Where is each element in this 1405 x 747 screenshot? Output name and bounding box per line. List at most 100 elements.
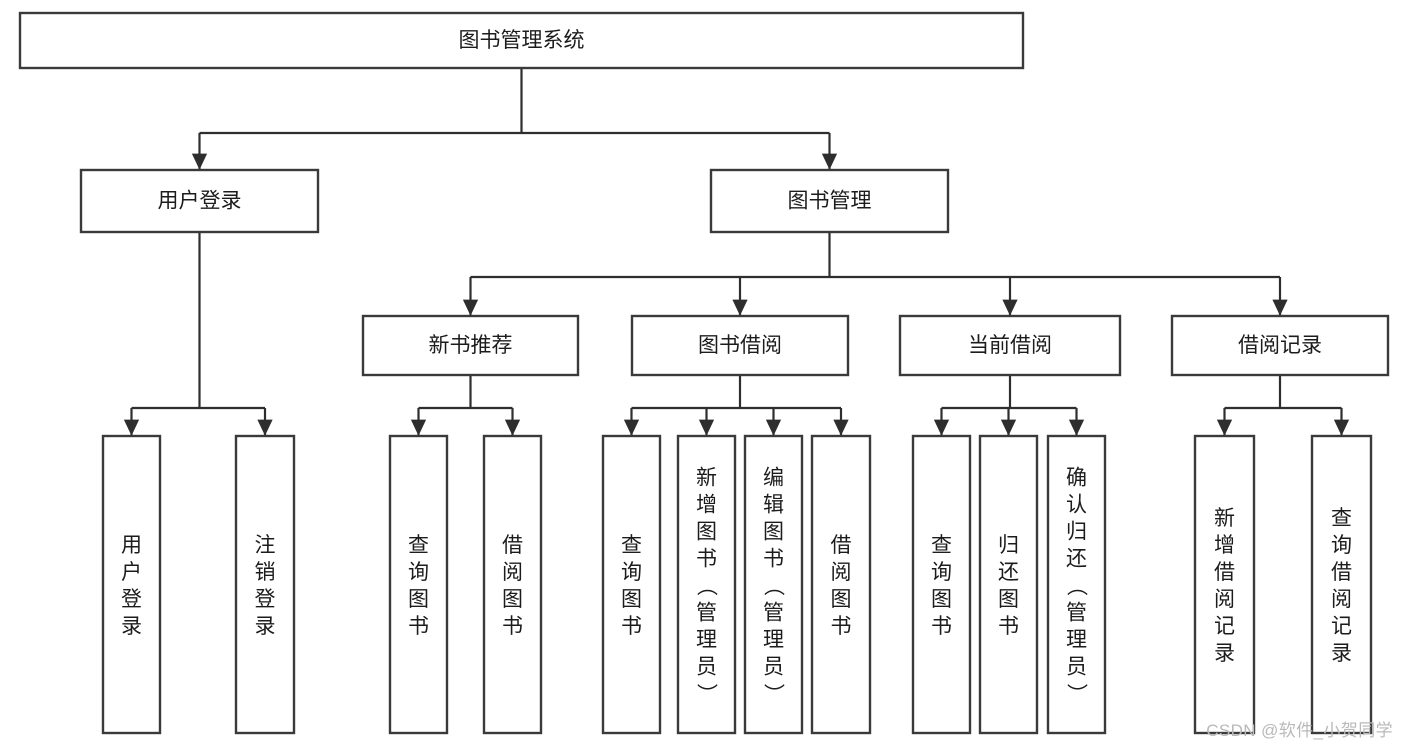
node-label-char: ） <box>695 683 718 704</box>
node-label-char: 记 <box>1214 615 1235 638</box>
node-label-char: 书 <box>831 615 852 638</box>
node-label: 图书管理 <box>788 190 872 213</box>
node-box <box>676 434 737 735</box>
tree-node-level2-0[interactable]: 用户登录 <box>79 168 320 234</box>
node-label: 图书借阅 <box>698 334 782 357</box>
node-label-char: 新 <box>1214 507 1235 530</box>
connector-layer <box>123 68 1350 436</box>
node-label-char: 书 <box>621 615 642 638</box>
node-label-char: 增 <box>696 494 717 517</box>
tree-node-level3-0[interactable]: 新书推荐 <box>361 314 580 377</box>
node-label-char: 登 <box>255 588 276 611</box>
node-label-char: 图 <box>502 588 523 611</box>
node-label-char: 新 <box>696 467 717 490</box>
node-label-char: 阅 <box>502 561 523 584</box>
node-box <box>1170 314 1390 377</box>
node-label-char: 理 <box>696 629 717 652</box>
node-label-char: 录 <box>1331 642 1352 665</box>
node-label-char: 录 <box>1214 642 1235 665</box>
node-label-char: 还 <box>1066 548 1087 571</box>
node-label-char: 查 <box>408 534 429 557</box>
node-label-char: 书 <box>502 615 523 638</box>
node-box <box>361 314 580 377</box>
node-label-char: 归 <box>1066 521 1087 544</box>
node-label-char: 询 <box>621 561 642 584</box>
node-box <box>234 434 296 735</box>
node-label-char: 查 <box>931 534 952 557</box>
node-label-char: 确 <box>1066 467 1087 490</box>
node-label-char: 增 <box>1214 534 1235 557</box>
node-box <box>79 168 320 234</box>
node-box <box>18 11 1025 70</box>
node-label-char: （ <box>1065 575 1088 596</box>
node-label-char: 员 <box>1066 656 1087 679</box>
node-label-char: 登 <box>121 588 142 611</box>
node-label-char: 图 <box>831 588 852 611</box>
node-box <box>1193 434 1256 735</box>
node-box <box>1310 434 1373 735</box>
tree-node-level3-3[interactable]: 借阅记录 <box>1170 314 1390 377</box>
node-label-char: 图 <box>696 521 717 544</box>
node-label-char: ） <box>762 683 785 704</box>
node-label-char: 询 <box>408 561 429 584</box>
node-box <box>810 434 872 735</box>
tree-node-level2-1[interactable]: 图书管理 <box>709 168 950 234</box>
node-label-char: 认 <box>1066 494 1087 517</box>
node-box <box>898 314 1122 377</box>
node-label-char: 图 <box>621 588 642 611</box>
node-label-char: 书 <box>696 548 717 571</box>
node-label-char: 理 <box>1066 629 1087 652</box>
node-label-char: 归 <box>998 534 1019 557</box>
tree-node-level3-2[interactable]: 当前借阅 <box>898 314 1122 377</box>
node-box <box>630 314 850 377</box>
node-label-char: 书 <box>408 615 429 638</box>
node-label-char: 图 <box>998 588 1019 611</box>
node-box <box>388 434 449 735</box>
node-label-char: 记 <box>1331 615 1352 638</box>
tree-node-root-0[interactable]: 图书管理系统 <box>18 11 1025 70</box>
node-label: 图书管理系统 <box>459 29 585 52</box>
node-label-char: 销 <box>255 561 276 584</box>
node-label-char: 查 <box>1331 507 1352 530</box>
node-layer: 图书管理系统用户登录图书管理新书推荐图书借阅当前借阅借阅记录用户登录注销登录查询… <box>18 11 1390 735</box>
node-label-char: 阅 <box>831 561 852 584</box>
node-box <box>911 434 972 735</box>
node-label-char: 员 <box>696 656 717 679</box>
node-label: 当前借阅 <box>968 334 1052 357</box>
node-label-char: 编 <box>763 467 784 490</box>
node-label-char: （ <box>695 575 718 596</box>
node-label-char: 注 <box>255 534 276 557</box>
node-label-char: 还 <box>998 561 1019 584</box>
watermark-text: CSDN @软件_小贺同学 <box>1206 721 1393 740</box>
node-label-char: 员 <box>763 656 784 679</box>
node-label: 借阅记录 <box>1238 334 1322 357</box>
node-label-char: 管 <box>763 602 784 625</box>
tree-node-level3-1[interactable]: 图书借阅 <box>630 314 850 377</box>
node-label-char: 借 <box>831 534 852 557</box>
node-label-char: 书 <box>998 615 1019 638</box>
node-box <box>1046 434 1107 735</box>
node-label: 新书推荐 <box>429 334 513 357</box>
node-label: 用户登录 <box>158 190 242 213</box>
node-box <box>482 434 543 735</box>
tree-node-leaf-0[interactable]: 用户登录 <box>101 434 162 735</box>
node-label-char: 阅 <box>1214 588 1235 611</box>
node-label-char: （ <box>762 575 785 596</box>
node-label-char: 图 <box>763 521 784 544</box>
node-label-char: 管 <box>1066 602 1087 625</box>
node-label-char: 书 <box>931 615 952 638</box>
